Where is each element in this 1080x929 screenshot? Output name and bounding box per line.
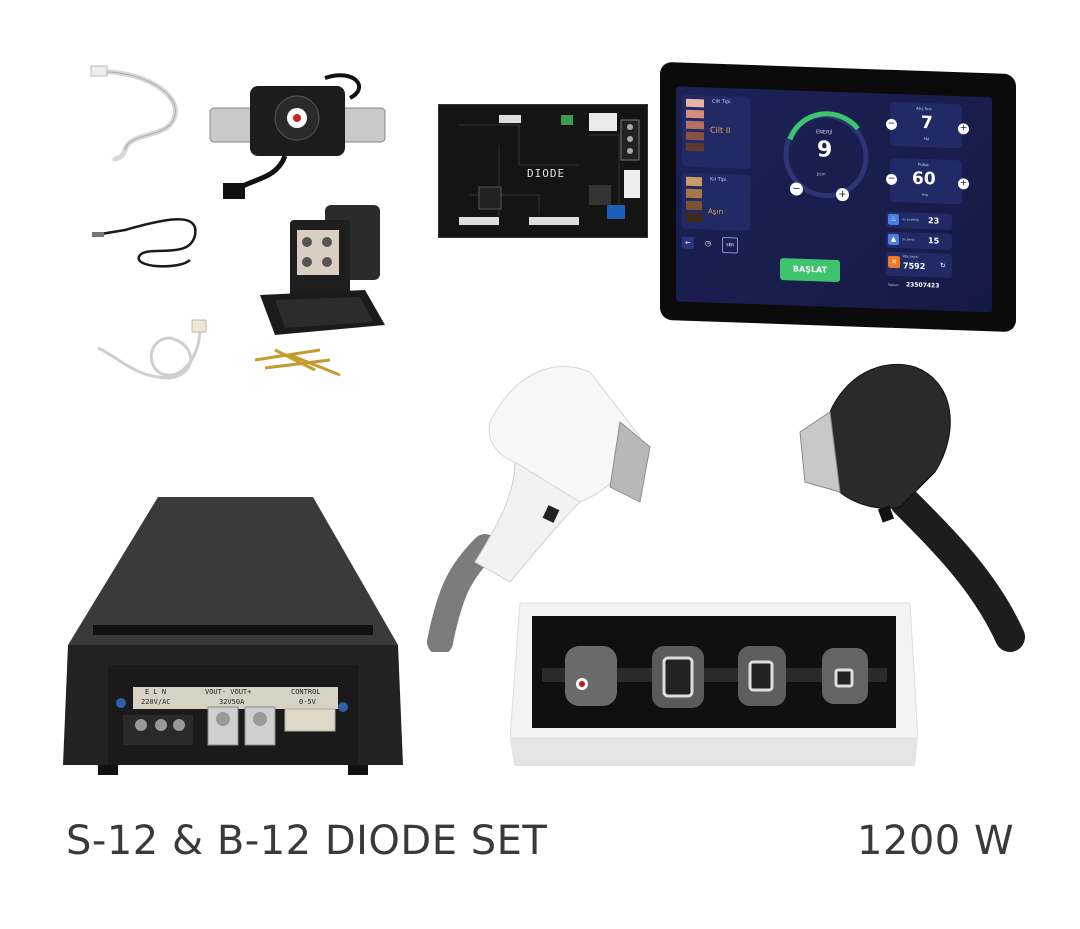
ribbon-cable-top [90, 65, 178, 162]
skin-swatch-2[interactable] [686, 109, 704, 119]
pulse-value: 60 [912, 168, 936, 190]
energy-unit: J/cm [817, 171, 826, 177]
energy-decrease-button[interactable]: − [790, 182, 803, 196]
water-temp-row: ♨ Su sıcaklığı 23 [886, 211, 952, 230]
product-power: 1200 W [856, 818, 1014, 864]
tip-3 [738, 646, 786, 706]
pulse-card: Pulse 60 ms [890, 157, 962, 205]
white-handpiece [427, 365, 651, 652]
energy-label: ENERJİ [816, 129, 833, 136]
skin-type-card[interactable]: Cilt Tipi Cilt II [682, 94, 750, 169]
water-temp-value: 23 [928, 216, 940, 226]
clock-icon[interactable]: ◷ [704, 239, 712, 248]
power-supply-unit: E L N 220V/AC VOUT- VOUT+ 32V50A CONTROL… [63, 497, 405, 779]
energy-gauge [783, 111, 869, 199]
skin-swatch-4[interactable] [686, 131, 704, 141]
water-level-icon: ▲ [888, 233, 899, 246]
touchscreen-display: Cilt Tipi Cilt II Kıl Tipi Aşırı ← ◷ SER… [660, 61, 1016, 333]
pulse-unit: ms [922, 191, 928, 198]
frequency-increase-button[interactable]: + [958, 123, 969, 135]
total-value: 23507423 [906, 281, 940, 290]
psu-label-input-bottom: 220V/AC [141, 698, 171, 706]
water-temp-icon: ♨ [888, 213, 899, 226]
reset-icon[interactable]: ↻ [940, 261, 946, 270]
psu-label-control-top: CONTROL [291, 688, 321, 696]
black-handpiece [799, 363, 1025, 652]
temperature-probe-cable [92, 218, 197, 268]
shot-count-icon: ✕ [888, 255, 900, 269]
service-button[interactable]: SER [722, 236, 738, 254]
frequency-decrease-button[interactable]: − [886, 118, 897, 131]
shot-count-label: Atış Sayısı [903, 254, 919, 259]
frequency-value: 7 [921, 112, 933, 134]
tip-2 [652, 646, 704, 708]
skin-swatch-1[interactable] [686, 98, 704, 108]
shot-count-row: ✕ Atış Sayısı 7592 ↻ [886, 251, 952, 278]
psu-label-control-bottom: 0-5V [299, 698, 316, 706]
product-title: S-12 & B-12 DIODE SET [66, 818, 548, 864]
skin-swatch-5[interactable] [686, 142, 704, 152]
connector-housing [254, 205, 385, 377]
psu-body [63, 497, 403, 775]
tip-case-drawing [509, 602, 919, 766]
control-pcb-board: DIODE [438, 104, 648, 238]
water-flow-sensor [209, 73, 386, 199]
tip-case-box [509, 598, 919, 768]
skin-type-value: Cilt II [710, 125, 731, 136]
hair-swatch-2[interactable] [686, 188, 702, 199]
back-arrow-icon[interactable]: ← [682, 236, 694, 249]
tip-4 [822, 648, 868, 704]
skin-swatch-3[interactable] [686, 120, 704, 130]
water-level-value: 15 [928, 236, 940, 246]
pcb-label: DIODE [527, 167, 566, 180]
energy-value: 9 [817, 137, 833, 163]
hair-swatch-4[interactable] [686, 212, 702, 223]
pcb-traces [459, 113, 640, 225]
frequency-label: Atış hızı [916, 105, 932, 112]
psu-label-output-bottom: 32V50A [219, 698, 245, 706]
hair-type-label: Kıl Tipi [710, 176, 727, 184]
frequency-unit: Hz [924, 136, 930, 142]
psu-label-input-top: E L N [145, 688, 167, 696]
pulse-decrease-button[interactable]: − [886, 173, 897, 186]
total-row: Toplam 23507423 [886, 280, 952, 294]
energy-increase-button[interactable]: + [836, 187, 849, 202]
psu-label-output-top: VOUT- VOUT+ [205, 688, 252, 696]
ribbon-cable-bottom [97, 319, 207, 380]
shot-count-value: 7592 [903, 261, 926, 272]
hair-type-card[interactable]: Kıl Tipi Aşırı [682, 172, 750, 231]
water-level-row: ▲ Su seviy 15 [886, 231, 952, 250]
pulse-increase-button[interactable]: + [958, 178, 969, 190]
hair-swatch-1[interactable] [686, 176, 702, 187]
water-level-label: Su seviy [902, 237, 915, 242]
hair-type-value: Aşırı [708, 207, 724, 216]
skin-type-label: Cilt Tipi [712, 98, 731, 106]
total-label: Toplam [888, 282, 899, 288]
tip-1 [565, 646, 617, 706]
start-button[interactable]: BAŞLAT [780, 257, 840, 283]
water-temp-label: Su sıcaklığı [902, 217, 919, 222]
hair-swatch-3[interactable] [686, 200, 702, 211]
screen-panel: Cilt Tipi Cilt II Kıl Tipi Aşırı ← ◷ SER… [676, 86, 992, 313]
frequency-card: Atış hızı 7 Hz [890, 101, 962, 149]
pulse-label: Pulse [918, 161, 929, 168]
